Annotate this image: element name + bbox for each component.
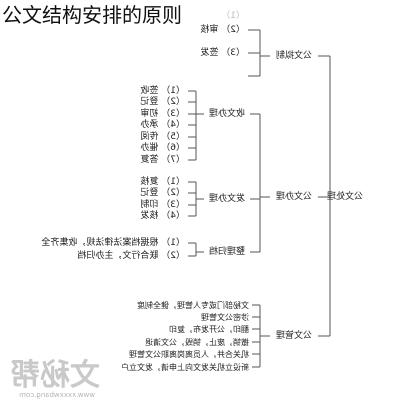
- drafting-item: （3） 签发: [200, 48, 245, 58]
- receive-item: （5） 传阅: [140, 132, 185, 142]
- send-node: 发文办理: [208, 194, 246, 204]
- receive-item: （1） 签收: [140, 86, 185, 96]
- send-item: （1） 复核: [140, 177, 185, 187]
- receive-item: （3） 初审: [140, 109, 185, 119]
- root-node: 公文处理: [326, 192, 364, 202]
- management-item: 涉密公文管理: [201, 313, 249, 322]
- drafting-node: 公文拟制: [275, 51, 313, 61]
- send-item: （3） 印制: [140, 200, 185, 210]
- management-item: 翻印，公开发布，复印: [169, 325, 249, 334]
- page-title: 公文结构安排的原则: [2, 3, 182, 27]
- handling-node: 公文办理: [275, 192, 313, 202]
- receive-item: （7） 答复: [140, 155, 185, 165]
- receive-item: （4） 承办: [140, 120, 185, 130]
- receive-item: （2） 登记: [140, 97, 185, 107]
- archive-item: （1） 根据档案法律法规，收集齐全: [41, 238, 185, 248]
- send-item: （2） 登记: [140, 188, 185, 198]
- management-item: 文秘部门或专人管理，健全制度: [137, 301, 249, 310]
- management-node: 公文管理: [275, 331, 313, 341]
- archive-node: 整理归档: [208, 247, 246, 257]
- receive-item: （6） 催办: [140, 143, 185, 153]
- drafting-item: （2） 审核: [200, 25, 245, 35]
- management-item: 机关合并，人员离岗离职公文管理: [129, 350, 249, 359]
- management-item: 新设立机关发文向上申请，发文立户: [121, 363, 249, 372]
- management-item: 撤销，废止，销毁，公文清退: [145, 338, 249, 347]
- receive-node: 收文办理: [208, 109, 246, 119]
- send-item: （4） 核发: [140, 211, 185, 221]
- faint-top-label: （1）: [221, 11, 245, 21]
- archive-item: （2） 联合行文，主办归档: [77, 251, 185, 261]
